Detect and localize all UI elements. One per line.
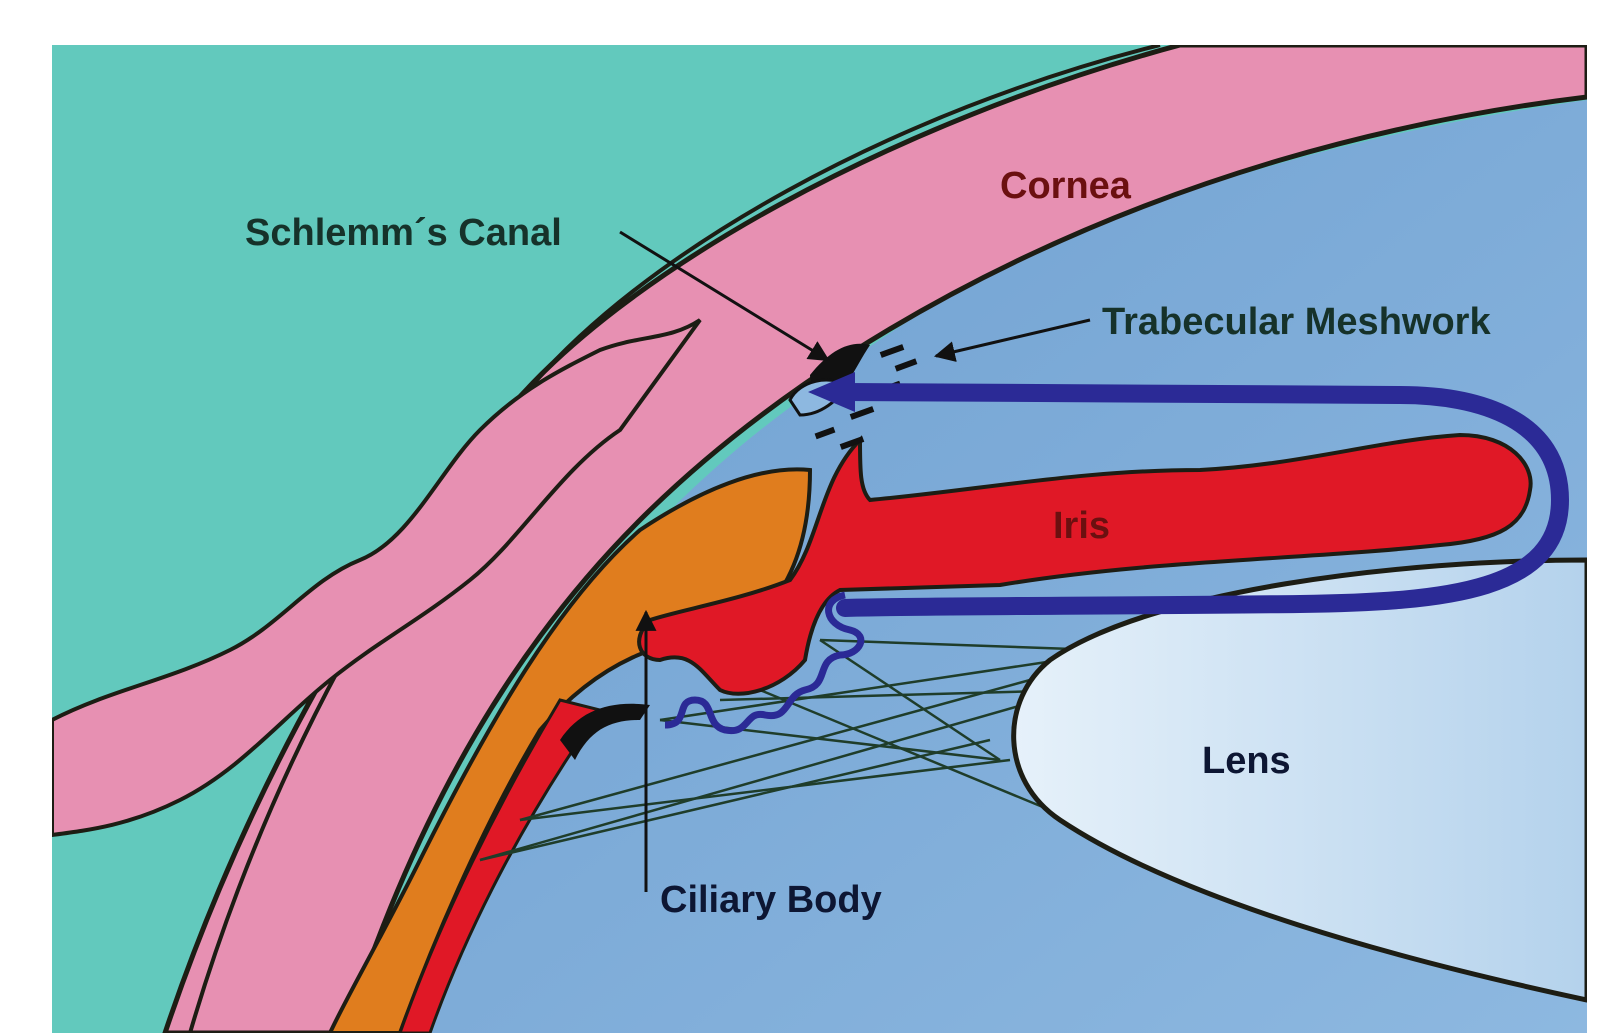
schlemms-canal-label: Schlemm´s Canal: [245, 212, 562, 254]
cornea-label: Cornea: [1000, 165, 1132, 207]
iris-label: Iris: [1053, 505, 1110, 547]
trabecular-meshwork-label: Trabecular Meshwork: [1102, 301, 1491, 343]
ciliary-body-label: Ciliary Body: [660, 879, 882, 921]
lens-label: Lens: [1202, 740, 1291, 782]
